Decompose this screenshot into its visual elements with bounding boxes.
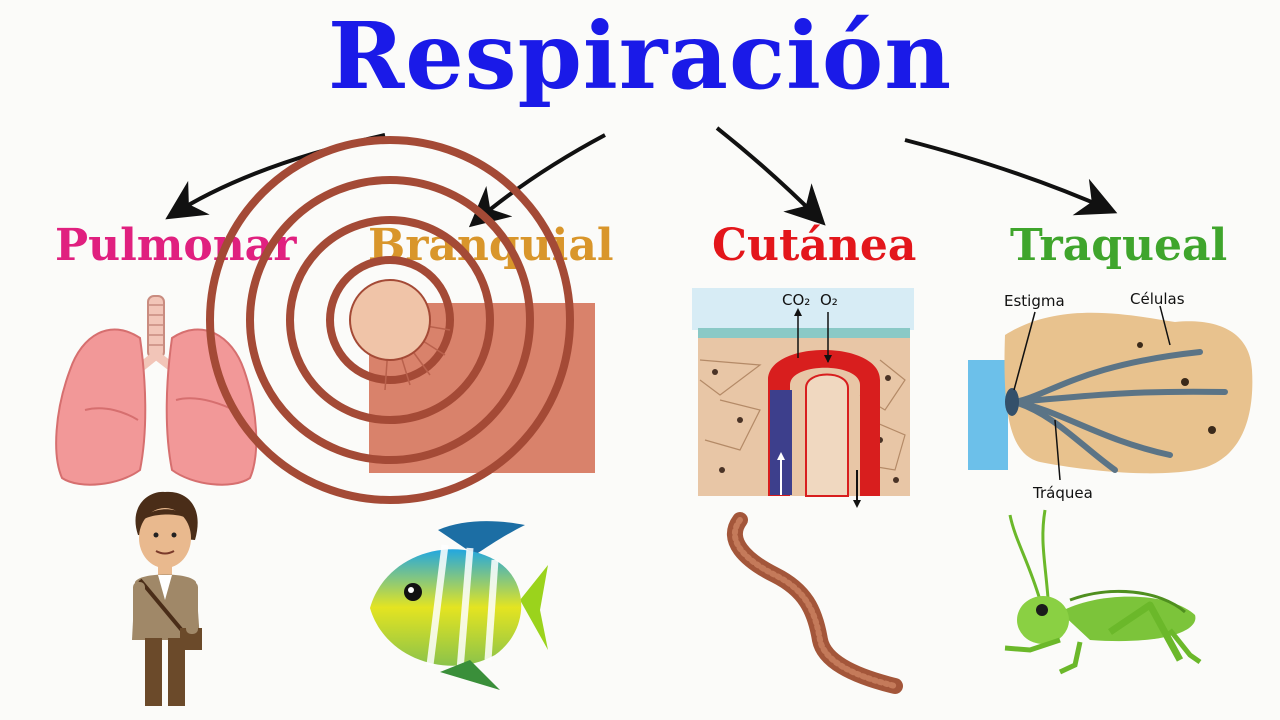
traquea-label: Tráquea — [1033, 484, 1093, 502]
arrow-to-cutanea — [715, 126, 826, 226]
arrow-to-branquial — [468, 133, 606, 228]
estigma-label: Estigma — [1004, 292, 1065, 310]
category-pulmonar: Pulmonar — [55, 220, 297, 271]
celulas-label: Células — [1130, 290, 1185, 308]
page-title: Respiración — [327, 2, 953, 110]
category-cutanea: Cutánea — [712, 220, 917, 271]
o2-label: O₂ — [820, 291, 838, 309]
category-traqueal: Traqueal — [1010, 220, 1228, 271]
arrow-to-traqueal — [904, 138, 1118, 216]
co2-label: CO₂ — [782, 291, 811, 309]
